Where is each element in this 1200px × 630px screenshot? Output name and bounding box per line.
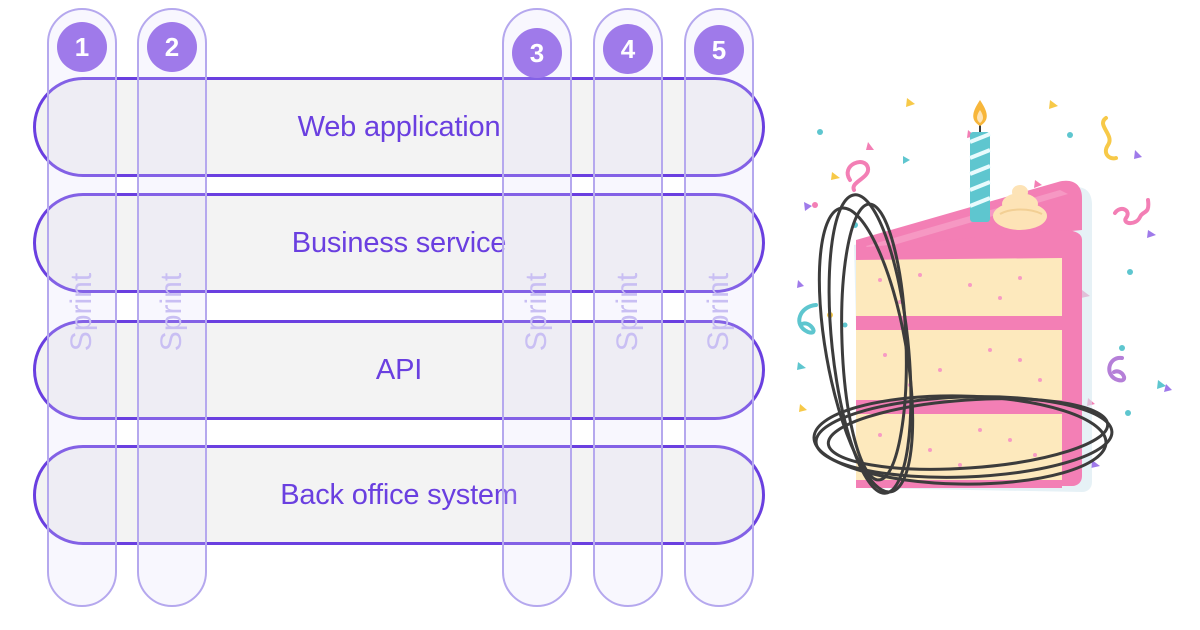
sprint-column-5: 5 Sprint [684,8,754,607]
candle-icon [969,100,991,222]
sprint-label: Sprint [702,272,735,352]
layer-business-service: Business service [33,193,765,293]
scribble-circle-icon [812,193,1114,495]
sprint-number-badge: 4 [603,24,653,74]
sprint-column-2: 2 Sprint [137,8,207,607]
layer-api: API [33,320,765,420]
sprint-column-1: 1 Sprint [47,8,117,607]
layer-label: API [375,353,423,386]
layer-back-office-system: Back office system [33,445,765,545]
sprint-number-badge: 2 [147,22,197,72]
confetti-icon [797,98,1172,468]
sprint-number-badge: 3 [512,28,562,78]
cake-slice-illustration [797,98,1172,495]
sprint-column-4: 4 Sprint [593,8,663,607]
sprint-column-3: 3 Sprint [502,8,572,607]
sprint-label: Sprint [611,272,644,352]
sprint-number-badge: 5 [694,25,744,75]
layer-label: Back office system [280,478,518,511]
layer-label: Web application [297,110,501,143]
layer-label: Business service [291,226,507,259]
sprint-label: Sprint [155,272,188,352]
sprint-label: Sprint [520,272,553,352]
layer-web-application: Web application [33,77,765,177]
sprint-label: Sprint [65,272,98,352]
sprint-number-badge: 1 [57,22,107,72]
